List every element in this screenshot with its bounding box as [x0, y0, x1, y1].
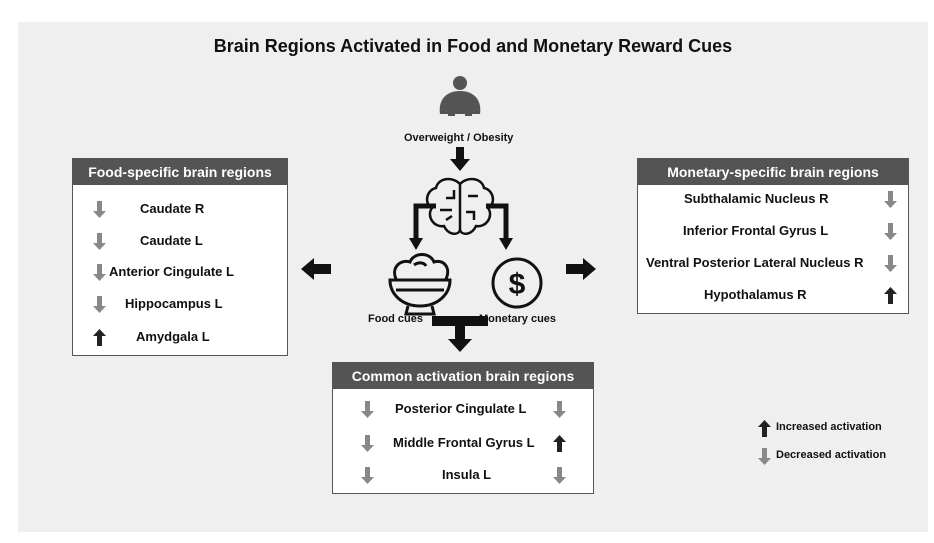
brain-to-money-arrow	[486, 203, 513, 250]
person-icon	[439, 76, 481, 116]
common-region-row: Middle Frontal Gyrus L	[333, 433, 593, 453]
right-arrow	[566, 258, 596, 280]
monetary-region-row: Inferior Frontal Gyrus L	[638, 221, 908, 241]
legend-decrease-arrow-icon	[758, 448, 771, 465]
food-region-row: Caudate L	[73, 231, 287, 251]
common-region-row: Posterior Cingulate L	[333, 399, 593, 419]
monetary-panel-header: Monetary-specific brain regions	[638, 159, 908, 185]
food-region-row: Amydgala L	[73, 327, 287, 347]
left-arrow	[301, 258, 331, 280]
decrease-arrow-icon	[884, 223, 897, 240]
obesity-down-arrow	[450, 147, 470, 171]
legend-decreased-label: Decreased activation	[776, 449, 887, 461]
region-label: Inferior Frontal Gyrus L	[683, 223, 829, 238]
region-label: Ventral Posterior Lateral Nucleus R	[646, 255, 864, 270]
region-label: Subthalamic Nucleus R	[684, 191, 829, 206]
dollar-icon: $	[491, 257, 543, 309]
decrease-arrow-icon	[553, 467, 566, 484]
food-bowl-icon	[388, 253, 452, 316]
decrease-arrow-icon	[361, 401, 374, 418]
food-region-row: Anterior Cingulate L	[73, 262, 287, 282]
monetary-cues-label: Monetary cues	[479, 313, 557, 325]
food-panel-header: Food-specific brain regions	[73, 159, 287, 185]
food-region-row: Hippocampus L	[73, 294, 287, 314]
decrease-arrow-icon	[361, 435, 374, 452]
monetary-region-row: Hypothalamus R	[638, 285, 908, 305]
obesity-label: Overweight / Obesity	[404, 132, 514, 144]
food-specific-panel: Food-specific brain regions Caudate R Ca…	[72, 158, 288, 356]
region-label: Middle Frontal Gyrus L	[393, 435, 535, 450]
region-label: Anterior Cingulate L	[109, 264, 234, 279]
monetary-region-row: Ventral Posterior Lateral Nucleus R	[638, 253, 908, 273]
brain-icon	[425, 177, 495, 235]
brain-to-food-arrow	[409, 203, 436, 250]
food-cues-label: Food cues	[368, 313, 424, 325]
svg-text:$: $	[509, 268, 526, 301]
legend-increased-label: Increased activation	[776, 421, 882, 433]
monetary-specific-panel: Monetary-specific brain regions Subthala…	[637, 158, 909, 314]
region-label: Hippocampus L	[125, 296, 223, 311]
region-label: Caudate R	[140, 201, 205, 216]
diagram-title: Brain Regions Activated in Food and Mone…	[213, 36, 733, 56]
decrease-arrow-icon	[884, 255, 897, 272]
monetary-region-row: Subthalamic Nucleus R	[638, 189, 908, 209]
decrease-arrow-icon	[93, 296, 106, 313]
increase-arrow-icon	[93, 329, 106, 346]
food-region-row: Caudate R	[73, 199, 287, 219]
diagram-canvas: Brain Regions Activated in Food and Mone…	[18, 22, 928, 532]
decrease-arrow-icon	[93, 233, 106, 250]
region-label: Posterior Cingulate L	[395, 401, 527, 416]
region-label: Amydgala L	[136, 329, 210, 344]
common-activation-panel: Common activation brain regions Posterio…	[332, 362, 594, 494]
decrease-arrow-icon	[553, 401, 566, 418]
region-label: Hypothalamus R	[704, 287, 807, 302]
common-region-row: Insula L	[333, 465, 593, 485]
increase-arrow-icon	[884, 287, 897, 304]
region-label: Insula L	[442, 467, 492, 482]
increase-arrow-icon	[553, 435, 566, 452]
common-panel-header: Common activation brain regions	[333, 363, 593, 389]
legend-increase-arrow-icon	[758, 420, 771, 437]
decrease-arrow-icon	[884, 191, 897, 208]
decrease-arrow-icon	[93, 201, 106, 218]
region-label: Caudate L	[140, 233, 203, 248]
decrease-arrow-icon	[93, 264, 106, 281]
center-flow-graphic: $	[388, 76, 543, 352]
decrease-arrow-icon	[361, 467, 374, 484]
common-down-arrow	[432, 316, 488, 352]
